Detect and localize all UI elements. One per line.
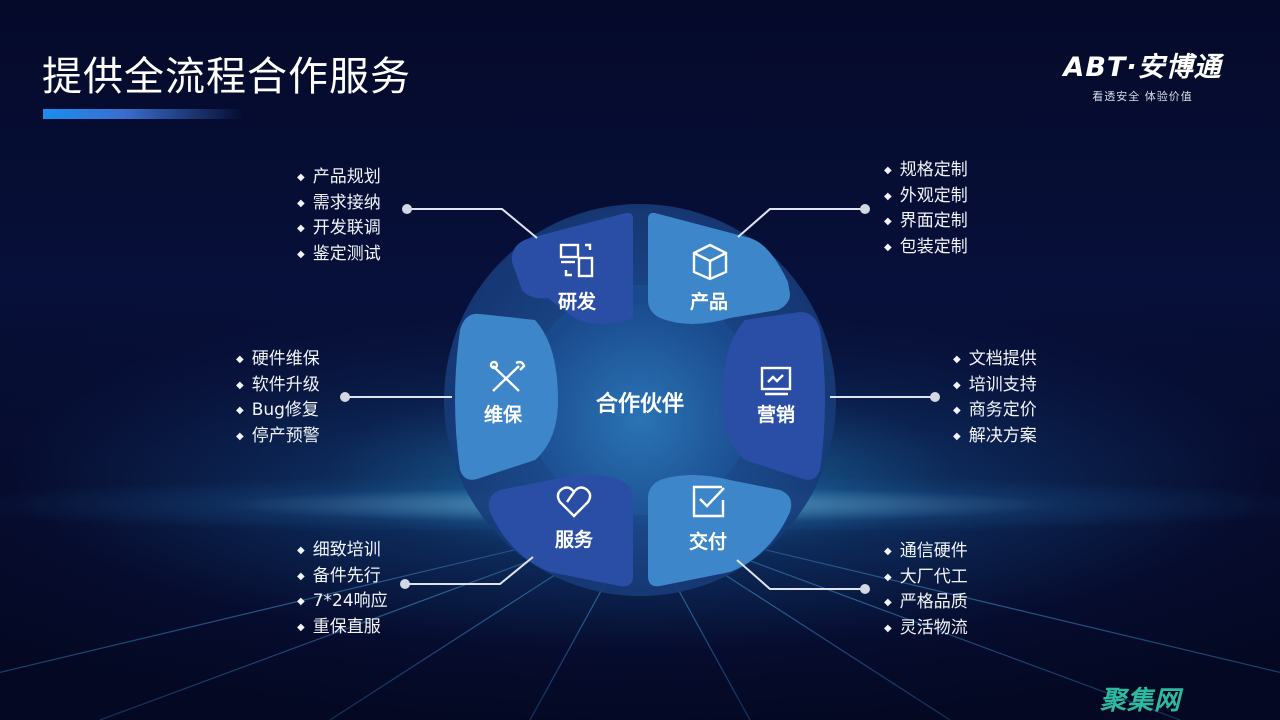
watermark: 聚集网 (1100, 686, 1182, 716)
segment-label-service: 服务 (554, 529, 593, 551)
title-underline (43, 109, 243, 119)
callout-marketing: 文档提供 培训支持 商务定价 解决方案 (953, 347, 1037, 449)
segment-label-maintenance: 维保 (483, 404, 522, 426)
segment-label-delivery: 交付 (688, 531, 727, 553)
list-item: 大厂代工 (884, 565, 968, 591)
core-circle (525, 285, 755, 515)
list-item: 重保直服 (297, 615, 388, 641)
segment-label-research: 研发 (557, 291, 596, 313)
list-item: 硬件维保 (236, 347, 320, 373)
list-item: 开发联调 (297, 216, 381, 242)
list-item: 备件先行 (297, 564, 388, 590)
segment-maintenance (455, 313, 558, 480)
list-item: 严格品质 (884, 590, 968, 616)
devices-icon (559, 243, 594, 278)
tools-icon (489, 360, 526, 392)
list-item: 外观定制 (884, 184, 968, 210)
list-item: 文档提供 (953, 347, 1037, 373)
segment-service (488, 475, 633, 587)
list-item: 解决方案 (953, 424, 1037, 450)
list-item: 软件升级 (236, 373, 320, 399)
connector-dots (340, 204, 940, 594)
segment-label-product: 产品 (689, 291, 728, 313)
list-item: 通信硬件 (884, 539, 968, 565)
segment-label-marketing: 营销 (756, 404, 795, 426)
callout-service: 细致培训 备件先行 7*24响应 重保直服 (297, 538, 388, 640)
list-item: 鉴定测试 (297, 242, 381, 268)
logo-slogan: 看透安全 体验价值 (1092, 90, 1193, 103)
callout-delivery: 通信硬件 大厂代工 严格品质 灵活物流 (884, 539, 968, 641)
box-icon (692, 243, 728, 281)
checkbox-icon (692, 485, 725, 518)
list-item: 包装定制 (884, 235, 968, 261)
segment-product (648, 212, 790, 324)
heart-icon (556, 486, 592, 518)
segment-delivery (648, 475, 792, 587)
callout-product: 规格定制 外观定制 界面定制 包装定制 (884, 158, 968, 260)
monitor-chart-icon (760, 366, 792, 396)
callout-maintenance: 硬件维保 软件升级 Bug修复 停产预警 (236, 347, 320, 449)
list-item: 灵活物流 (884, 616, 968, 642)
list-item: 停产预警 (236, 424, 320, 450)
list-item: Bug修复 (236, 398, 320, 424)
list-item: 界面定制 (884, 209, 968, 235)
page-title: 提供全流程合作服务 (42, 54, 411, 100)
brand-logo: ABT·安博通 看透安全 体验价值 (1055, 45, 1230, 104)
connectors (345, 208, 935, 590)
logo-text: ABT·安博通 (1063, 52, 1222, 83)
segment-marketing (722, 312, 825, 480)
list-item: 7*24响应 (297, 589, 388, 615)
segment-research (511, 212, 633, 324)
center-label: 合作伙伴 (595, 392, 684, 417)
callout-research: 产品规划 需求接纳 开发联调 鉴定测试 (297, 165, 381, 267)
list-item: 商务定价 (953, 398, 1037, 424)
list-item: 培训支持 (953, 373, 1037, 399)
list-item: 规格定制 (884, 158, 968, 184)
list-item: 产品规划 (297, 165, 381, 191)
list-item: 细致培训 (297, 538, 388, 564)
list-item: 需求接纳 (297, 191, 381, 217)
segments (455, 212, 825, 587)
